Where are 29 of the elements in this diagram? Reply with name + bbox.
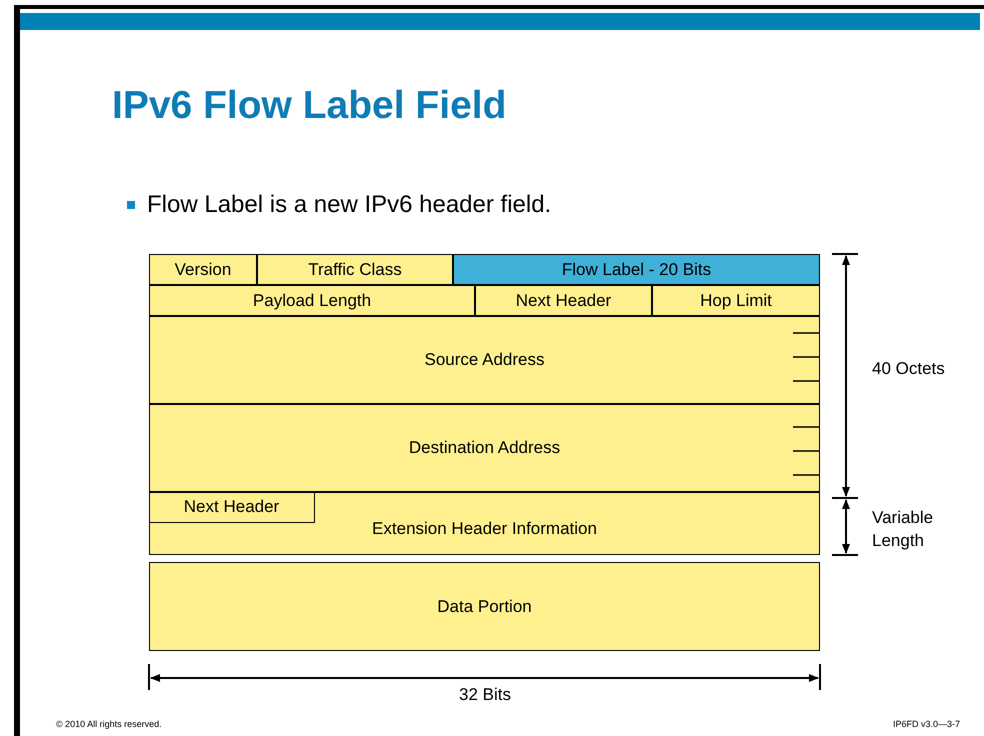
bullet-text: Flow Label is a new IPv6 header field.: [147, 190, 552, 220]
header-field: [257, 254, 453, 285]
field-name: Flow Label - 20 Bits: [562, 260, 712, 280]
header-field: [149, 562, 820, 651]
field-name: Traffic Class: [308, 260, 402, 280]
header-field: [149, 404, 820, 492]
dimension-label: 40 Octets: [872, 358, 946, 380]
header-field: [475, 285, 652, 316]
field-name: Destination Address: [408, 438, 560, 458]
header-field: [453, 254, 820, 285]
field-name: Payload Length: [252, 290, 372, 310]
header-field: [149, 285, 475, 316]
field-name: Source Address: [424, 350, 544, 370]
header-field: [652, 285, 820, 316]
field-name: Extension Header Information: [372, 518, 597, 538]
header-field: [148, 492, 314, 522]
field-name: Data Portion: [437, 596, 532, 616]
slide-title: IPv6 Flow Label Field: [112, 83, 506, 129]
dimension-label: 32 Bits: [458, 684, 512, 706]
footer-text: IP6FD v3.0—3-7: [892, 718, 960, 731]
footer-text: © 2010 All rights reserved.: [56, 718, 162, 731]
field-name: Next Header: [516, 290, 612, 310]
field-name: Version: [174, 260, 232, 280]
header-field: [149, 316, 820, 404]
field-name: Hop Limit: [700, 290, 772, 310]
header-field: [149, 492, 820, 555]
field-name: Next Header: [184, 497, 280, 517]
dimension-label: Variable Length: [872, 507, 934, 552]
header-field: [149, 254, 257, 285]
